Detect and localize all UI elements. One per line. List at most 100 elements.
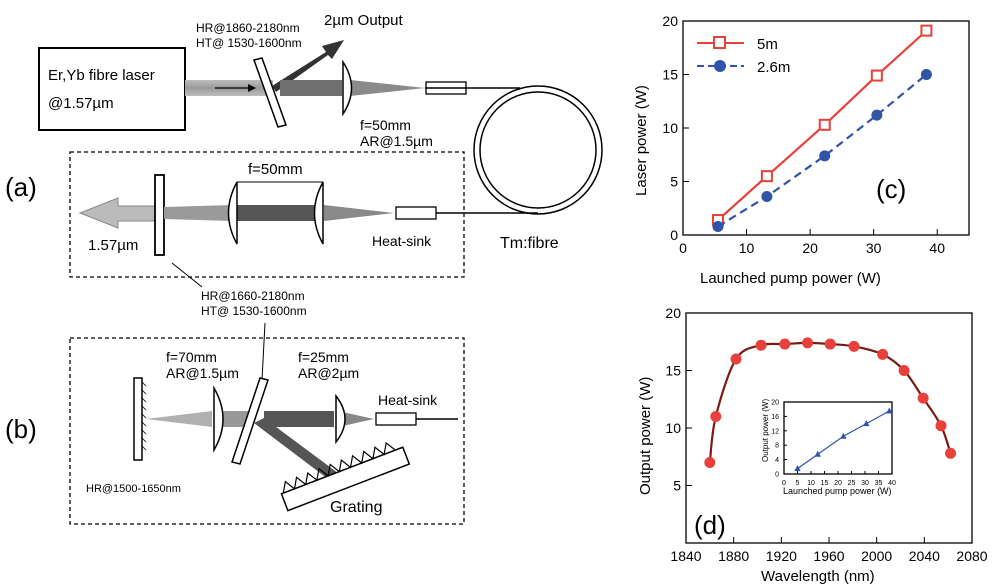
- tuning-point: [755, 339, 767, 351]
- fibre-coil-inner: [479, 91, 597, 209]
- y-tick-label: 10: [662, 120, 678, 136]
- beam-b-focus: [338, 411, 374, 427]
- heatsink-label-b: Heat-sink: [378, 392, 438, 408]
- lens-b-2: [335, 393, 346, 445]
- lens1-ar-label: AR@1.5µm: [166, 365, 239, 381]
- x-tick-label: 0: [782, 480, 786, 487]
- cavity-beam-mid: [236, 205, 320, 221]
- panel-b-label: (b): [5, 414, 37, 444]
- output-label: 2µm Output: [324, 12, 404, 29]
- tuning-point: [877, 348, 889, 360]
- point-5m: [920, 24, 933, 37]
- heatsink-b: [375, 412, 417, 426]
- x-tick-label: 40: [929, 240, 945, 256]
- lens-ar-label: AR@1.5µm: [360, 133, 433, 149]
- point-2-6m: [819, 150, 831, 162]
- tuning-curve: [708, 341, 952, 463]
- cavity-beam-left: [164, 205, 232, 221]
- mirror2-leader-b: [261, 322, 266, 381]
- y-tick-label: 10: [665, 420, 681, 436]
- beam-to-lens: [280, 80, 342, 96]
- inset-point: [886, 407, 893, 414]
- fibre-coil-outer: [473, 85, 603, 215]
- x-tick-label: 1880: [718, 548, 749, 564]
- x-tick-label: 40: [888, 480, 896, 487]
- point-5m: [818, 118, 831, 131]
- x-tick-label: 10: [807, 480, 815, 487]
- cavity-box-b: [69, 337, 465, 525]
- point-2-6m: [712, 220, 724, 232]
- inset-line: [797, 410, 890, 470]
- y-tick-label: 12: [771, 428, 779, 435]
- inset-frame: [783, 401, 893, 475]
- cavity-mirror-a: [154, 174, 165, 256]
- panel-a-label: (a): [5, 172, 37, 202]
- pump-laser-box: [38, 47, 186, 131]
- tuning-point: [704, 457, 716, 468]
- lens2-ar-label: AR@2µm: [298, 365, 359, 381]
- x-tick-label: 2040: [909, 548, 940, 564]
- lens1-f-label: f=70mm: [166, 349, 217, 365]
- point-2-6m: [920, 69, 932, 80]
- x-tick-label: 2000: [861, 548, 892, 564]
- lens2-f-label: f=25mm: [298, 349, 349, 365]
- point-5m: [870, 69, 883, 82]
- tuning-point: [824, 338, 836, 350]
- hr-label-b: HR@1500-1650nm: [86, 483, 181, 495]
- point-5m: [760, 170, 773, 183]
- lens-f-label: f=50mm: [360, 117, 411, 133]
- hr-mirror-b: [133, 377, 143, 461]
- inset-point: [794, 465, 801, 472]
- x-tick-label: 20: [802, 240, 818, 256]
- legend-marker-2-6m: [714, 60, 726, 72]
- tuning-point: [710, 411, 722, 422]
- y-tick-label: 4: [775, 457, 779, 464]
- legend-label-5m: 5m: [757, 36, 778, 53]
- chart-c-series: [711, 24, 933, 232]
- inset-point: [840, 432, 847, 439]
- chart-c-ylabel: Laser power (W): [633, 85, 650, 196]
- x-tick-label: 20: [834, 480, 842, 487]
- pump-laser-wavelength: @1.57µm: [48, 95, 114, 112]
- point-2-6m: [761, 190, 773, 202]
- inset-xlabel: Launched pump power (W): [783, 486, 892, 496]
- x-tick-label: 5: [796, 480, 800, 487]
- heatsink-bottom: [395, 206, 437, 220]
- y-tick-label: 15: [662, 66, 678, 82]
- mirror2-leader: [171, 262, 203, 288]
- inset-ylabel: Output power (W): [761, 399, 770, 462]
- coupling-lens: [342, 59, 353, 117]
- chart-d-ylabel: Output power (W): [637, 377, 654, 495]
- output-arrow: [272, 40, 344, 92]
- beam-to-grating: [254, 418, 342, 482]
- y-tick-label: 20: [771, 399, 779, 406]
- pump-laser-name: Er,Yb fibre laser: [48, 67, 155, 84]
- x-tick-label: 35: [875, 480, 883, 487]
- cavity-lens-2: [313, 181, 324, 245]
- panel-a: (a) Er,Yb fibre laser @1.57µm HR@1860-21…: [5, 12, 603, 318]
- inset-point: [863, 420, 870, 427]
- cavity-beam-right: [324, 205, 394, 221]
- x-tick-label: 30: [861, 480, 869, 487]
- grating-label: Grating: [330, 499, 382, 516]
- legend-marker-5m: [713, 36, 726, 49]
- chart-c-xlabel: Launched pump power (W): [700, 270, 881, 287]
- mirror2-ht-label: HT@ 1530-1600nm: [201, 304, 307, 318]
- y-tick-label: 0: [670, 227, 678, 243]
- dichroic-mirror-b: [231, 377, 269, 465]
- tuning-point: [917, 392, 929, 404]
- y-tick-label: 16: [771, 414, 779, 421]
- focused-beam: [350, 80, 425, 96]
- y-tick-label: 8: [775, 443, 779, 450]
- legend-label-2-6m: 2.6m: [757, 59, 790, 76]
- x-tick-label: 0: [679, 240, 687, 256]
- chart-d-xlabel: Wavelength (nm): [761, 568, 875, 585]
- panel-b: (b) HR@1500-1650nm f=70mm AR@1.5µm f=25m…: [5, 322, 465, 525]
- y-tick-label: 15: [665, 362, 681, 378]
- pump-out-label: 1.57µm: [88, 237, 138, 254]
- cavity-lens-1: [227, 181, 238, 245]
